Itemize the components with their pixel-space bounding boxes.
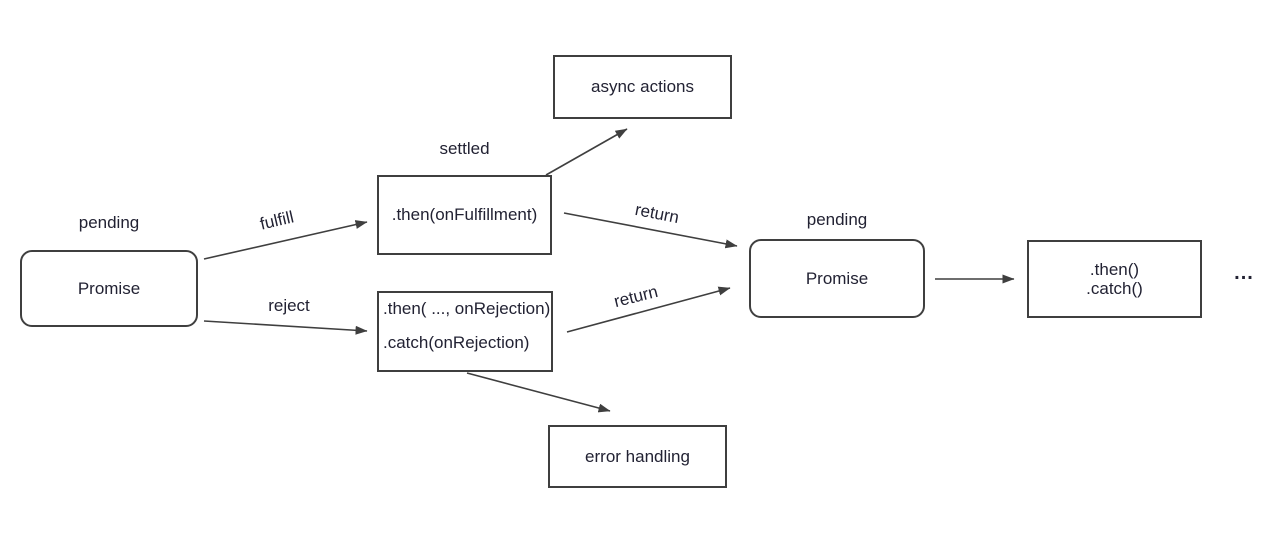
- async-actions-node: async actions: [553, 55, 732, 119]
- edge-to-error-handling-arrow: [466, 372, 611, 413]
- chain-node: .then() .catch(): [1027, 240, 1202, 318]
- edge-label-return-top: return: [633, 199, 681, 228]
- edge-reject-arrow: [203, 320, 368, 335]
- chain-line2: .catch(): [1086, 279, 1143, 298]
- edge-label-return-bottom: return: [612, 281, 660, 312]
- chain-line1: .then(): [1089, 260, 1140, 279]
- then-rejection-line2: .catch(onRejection): [383, 333, 530, 352]
- edge-label-reject: reject: [268, 296, 310, 315]
- error-handling-node: error handling: [548, 425, 727, 488]
- promise1-label: Promise: [77, 278, 141, 298]
- then-fulfillment-state-label: settled: [439, 139, 490, 158]
- edge-to-async-actions-arrow: [545, 128, 628, 176]
- promise2-label: Promise: [805, 268, 869, 288]
- edge-label-fulfill: fulfill: [258, 207, 296, 234]
- promise2-state-label: pending: [806, 210, 868, 229]
- promise1-state-label: pending: [78, 213, 140, 232]
- then-fulfillment-node: .then(onFulfillment): [377, 175, 552, 255]
- then-rejection-line1: .then( ..., onRejection): [383, 299, 551, 318]
- then-fulfillment-label: .then(onFulfillment): [391, 205, 538, 224]
- async-actions-label: async actions: [591, 77, 694, 96]
- promise1-node: Promise: [20, 250, 198, 327]
- error-handling-label: error handling: [585, 446, 690, 466]
- continuation-ellipsis: ...: [1234, 262, 1254, 284]
- promise2-node: Promise: [749, 239, 925, 318]
- then-rejection-node: .then( ..., onRejection) .catch(onReject…: [377, 291, 553, 372]
